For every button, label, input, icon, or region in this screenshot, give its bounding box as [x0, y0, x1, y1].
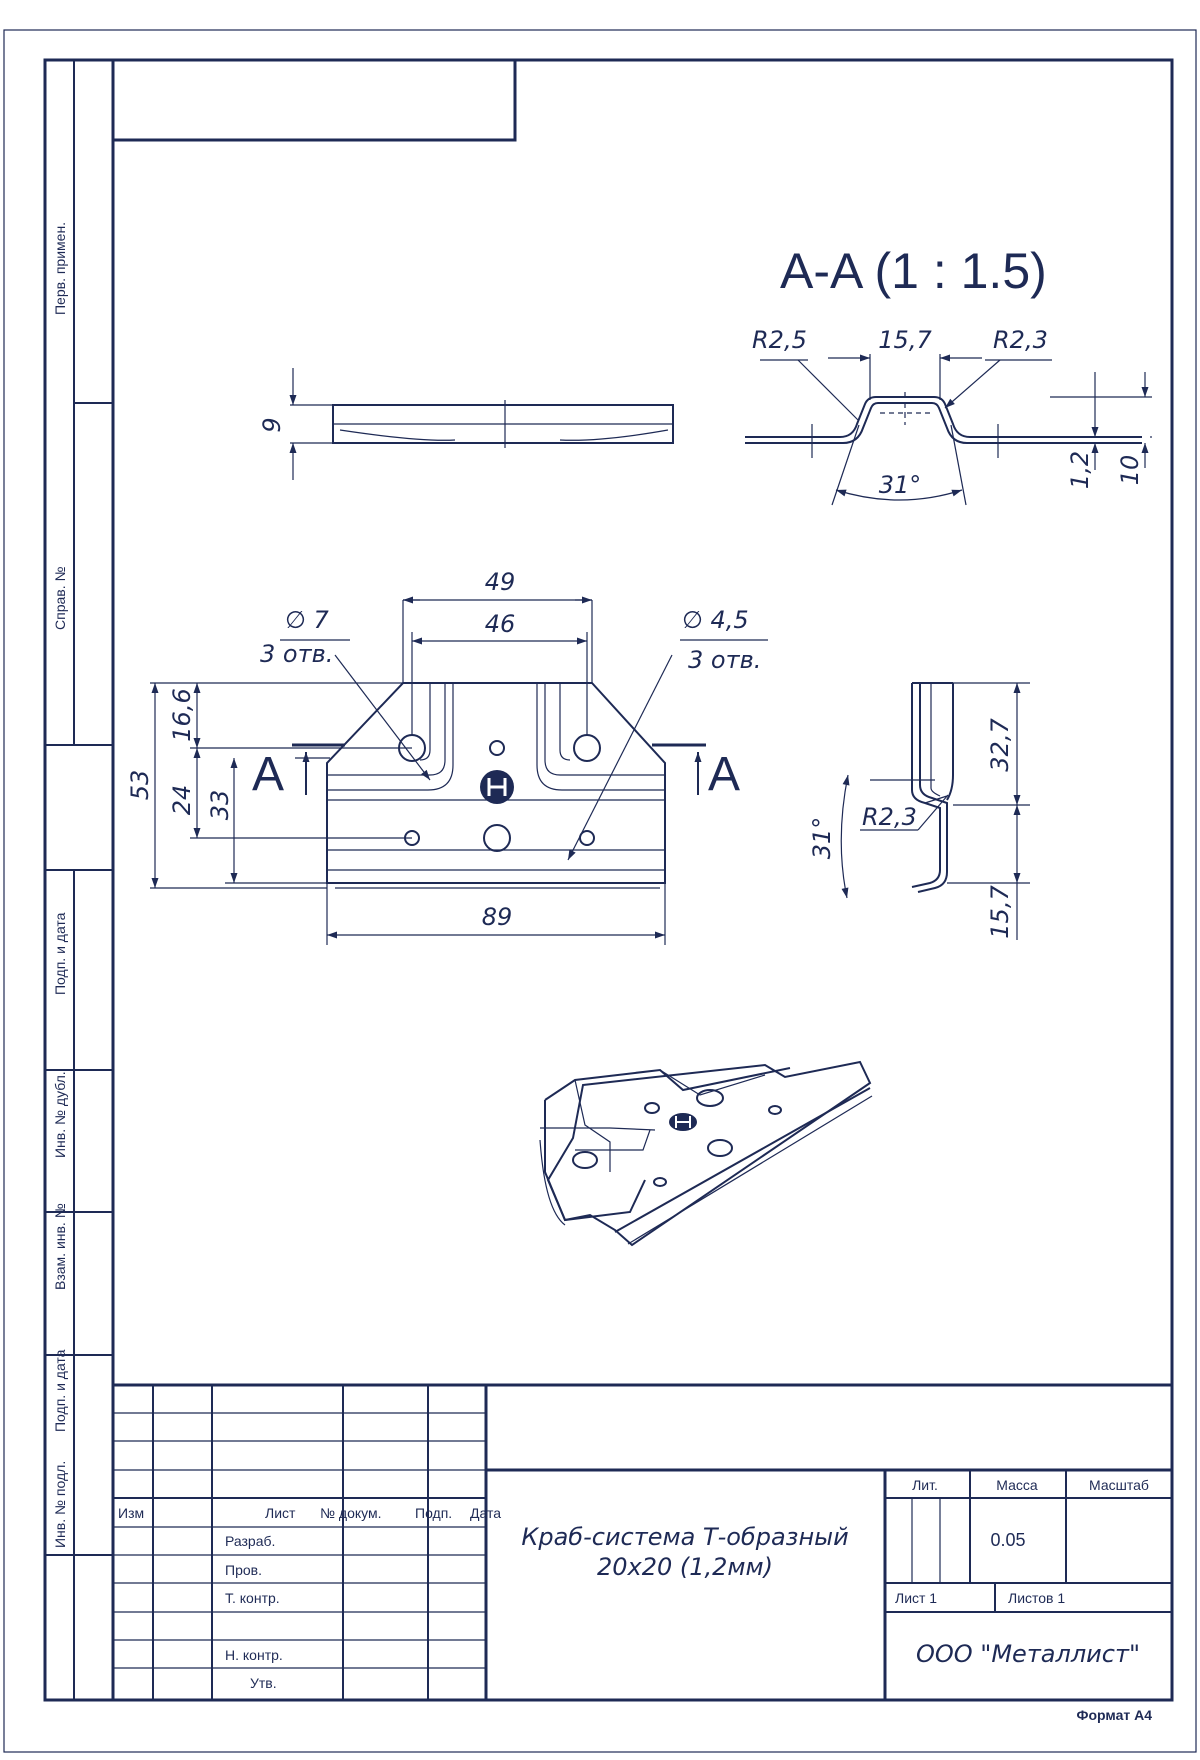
front-view — [150, 596, 768, 945]
outer-frame — [43, 58, 1174, 1702]
dim-sec-thick: 1,2 — [1066, 451, 1094, 489]
dim-sec-r-left: R2,5 — [752, 326, 807, 354]
tb-format: Формат А4 — [1077, 1707, 1153, 1723]
tb-razrab: Разраб. — [225, 1533, 275, 1549]
dim-side-r: R2,3 — [862, 803, 917, 831]
tb-massa: Масса — [996, 1477, 1038, 1493]
tb-col-list: Лист — [265, 1505, 296, 1521]
hole-d7 — [483, 824, 511, 852]
stamp-inv-dubl: Инв. № дубл. — [52, 1071, 68, 1158]
section-title: A-A (1 : 1.5) — [780, 243, 1047, 299]
dim-sec-width: 15,7 — [878, 326, 932, 354]
tb-col-data: Дата — [470, 1505, 501, 1521]
dim-w89: 89 — [482, 903, 513, 931]
hole-d4-5 — [579, 830, 595, 846]
dim-side-angle: 31° — [808, 817, 836, 860]
hole-d4-5 — [489, 740, 505, 756]
tb-mass-value: 0.05 — [990, 1530, 1025, 1550]
dim-hole45: ∅ 4,5 — [682, 606, 749, 634]
tb-title-line2: 20х20 (1,2мм) — [597, 1553, 773, 1581]
tb-title-line1: Краб-система Т-образный — [521, 1523, 848, 1551]
stamp-perv-primen: Перв. примен. — [52, 222, 68, 315]
tb-masshtab: Масштаб — [1089, 1477, 1149, 1493]
dim-side-h2: 15,7 — [986, 885, 1014, 939]
dim-hole7: ∅ 7 — [285, 606, 330, 634]
designation-box — [111, 58, 517, 142]
tb-t-kontr: Т. контр. — [225, 1590, 280, 1606]
hole-d7 — [573, 734, 601, 762]
tb-prov: Пров. — [225, 1562, 262, 1578]
tb-sheets: Листов 1 — [1008, 1590, 1065, 1606]
stamp-podp-data-2: Подп. и дата — [52, 1349, 68, 1432]
side-view — [840, 682, 1030, 940]
dim-w49: 49 — [485, 568, 516, 596]
tb-sheet: Лист 1 — [895, 1590, 937, 1606]
stamp-vzam-inv: Взам. инв. № — [52, 1203, 68, 1290]
tb-company: ООО "Металлист" — [916, 1640, 1140, 1668]
stamp-inv-podl: Инв. № подл. — [52, 1461, 68, 1548]
tb-col-izm: Изм — [118, 1505, 144, 1521]
stamp-sprav-no: Справ. № — [52, 567, 68, 631]
dim-h24: 24 — [168, 785, 196, 816]
dim-sec-angle: 31° — [879, 471, 922, 499]
dim-top-height: 9 — [258, 417, 286, 432]
dim-hole7-count: 3 отв. — [260, 640, 333, 668]
dim-w46: 46 — [485, 610, 516, 638]
tb-lit: Лит. — [912, 1477, 938, 1493]
dim-h33: 33 — [206, 790, 234, 821]
tb-n-kontr: Н. контр. — [225, 1647, 283, 1663]
dim-h53: 53 — [126, 770, 154, 801]
tb-utv: Утв. — [250, 1675, 277, 1691]
dim-side-h1: 32,7 — [986, 718, 1014, 772]
dim-sec-height: 10 — [1116, 455, 1144, 486]
dim-hole45-count: 3 отв. — [688, 646, 761, 674]
dim-h16: 16,6 — [168, 688, 196, 741]
cut-label-left: A — [252, 748, 284, 801]
tb-col-dokum: № докум. — [320, 1505, 382, 1521]
sheet-edge — [3, 29, 1197, 1753]
section-profile — [745, 354, 1152, 506]
stamp-podp-data-1: Подп. и дата — [52, 912, 68, 995]
top-view — [289, 368, 674, 480]
dim-sec-r-right: R2,3 — [993, 326, 1048, 354]
title-block — [113, 1383, 1172, 1700]
cut-label-right: A — [708, 748, 740, 801]
isometric-view — [539, 1060, 873, 1247]
tb-col-podp: Подп. — [415, 1505, 452, 1521]
